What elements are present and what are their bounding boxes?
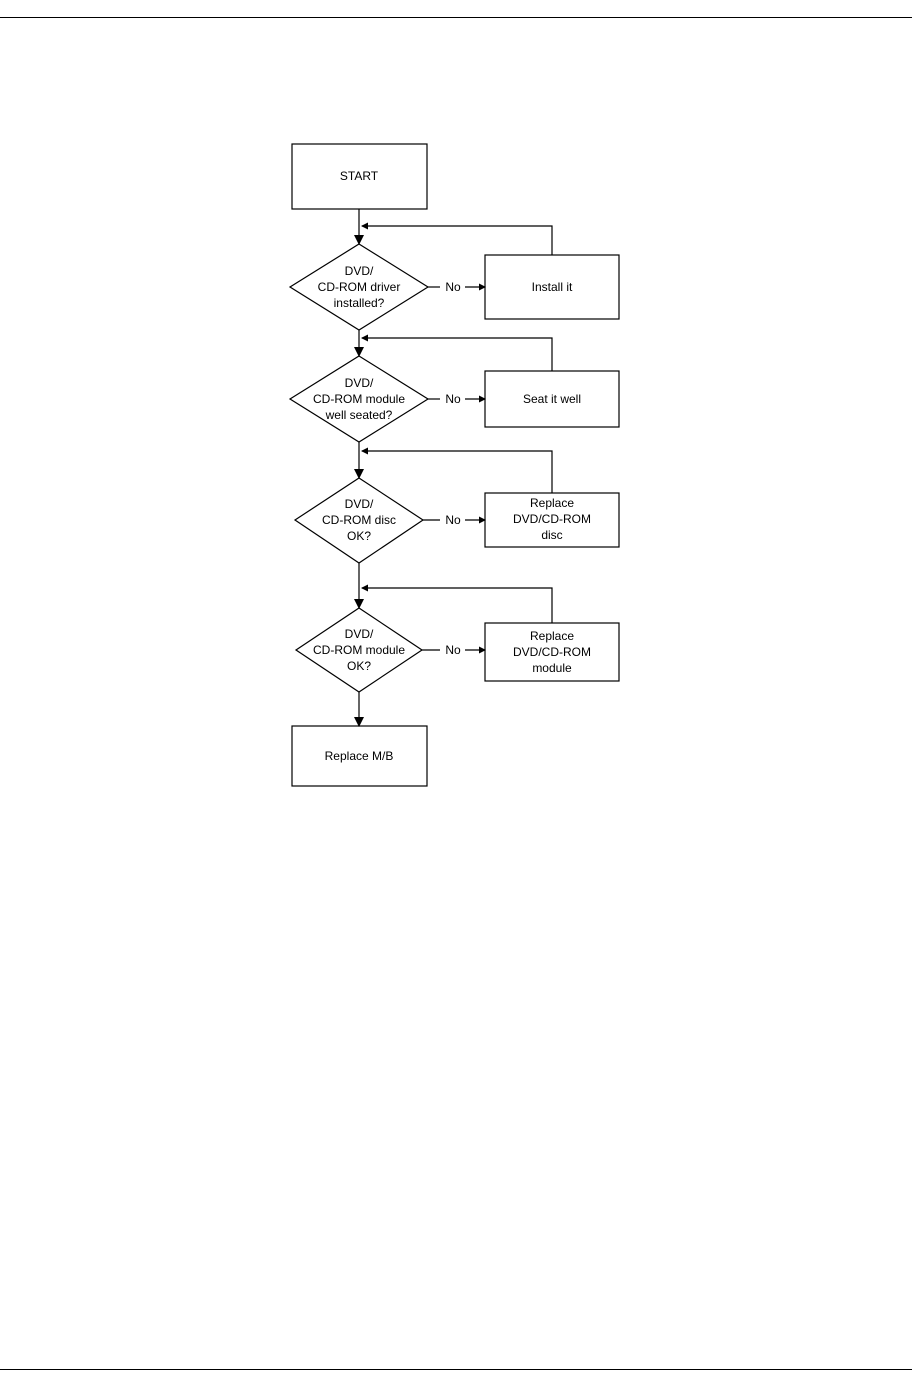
action-3-line-1: Replace (530, 496, 574, 510)
decision-2-line-3: well seated? (325, 408, 393, 422)
decision-1-no-label: No (445, 280, 461, 294)
decision-1-line-1: DVD/ (345, 264, 374, 278)
decision-4-no-label: No (445, 643, 461, 657)
footer-rule (0, 1369, 912, 1370)
end-label: Replace M/B (325, 749, 394, 763)
decision-2-line-1: DVD/ (345, 376, 374, 390)
decision-3-no-label: No (445, 513, 461, 527)
decision-4-line-1: DVD/ (345, 627, 374, 641)
decision-2-line-2: CD-ROM module (313, 392, 405, 406)
action-3-line-2: DVD/CD-ROM (513, 512, 591, 526)
decision-1-line-3: installed? (334, 296, 385, 310)
action-4-line-1: Replace (530, 629, 574, 643)
action-4-line-3: module (532, 661, 572, 675)
decision-3-line-1: DVD/ (345, 497, 374, 511)
decision-2-no-label: No (445, 392, 461, 406)
decision-3-line-3: OK? (347, 529, 371, 543)
action-2-label: Seat it well (523, 392, 581, 406)
action-3-line-3: disc (541, 528, 562, 542)
decision-4-line-3: OK? (347, 659, 371, 673)
decision-3-line-2: CD-ROM disc (322, 513, 396, 527)
decision-4-line-2: CD-ROM module (313, 643, 405, 657)
decision-1-line-2: CD-ROM driver (318, 280, 401, 294)
action-1-label: Install it (532, 280, 573, 294)
action-4-line-2: DVD/CD-ROM (513, 645, 591, 659)
start-label: START (340, 169, 379, 183)
